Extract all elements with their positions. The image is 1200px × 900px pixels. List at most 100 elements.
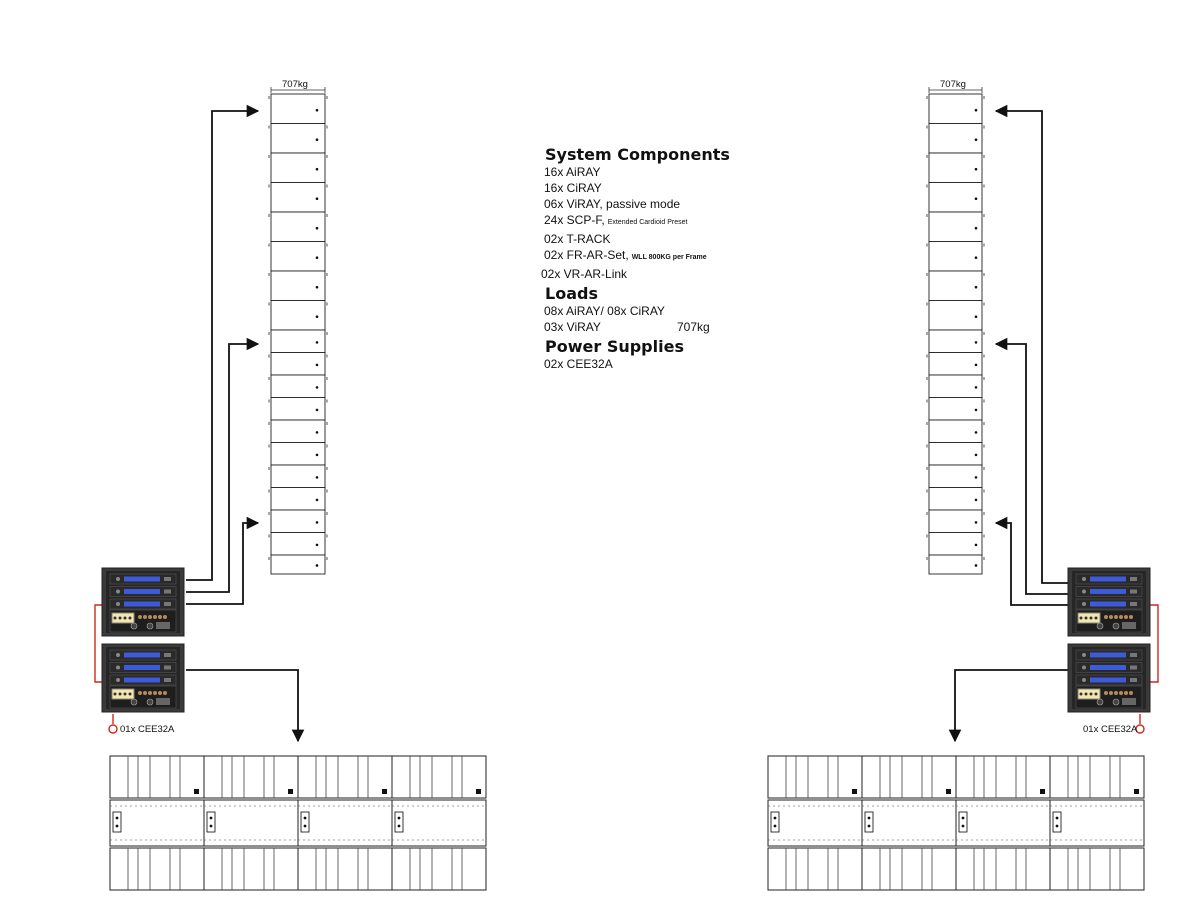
sub-cabinet-top bbox=[767, 755, 863, 799]
cabinet-connector-icon bbox=[315, 386, 319, 389]
right-power-cable bbox=[1150, 604, 1159, 683]
power-knob-icon bbox=[116, 589, 120, 594]
sub-side-plate bbox=[112, 811, 122, 833]
patch-socket-icon bbox=[118, 616, 122, 620]
speakon-connector-icon bbox=[138, 691, 142, 695]
left-sub-array bbox=[109, 755, 487, 891]
cabinet-connector-icon bbox=[974, 167, 978, 171]
left-wire-bottom bbox=[186, 516, 260, 605]
cabinet-connector-icon bbox=[974, 453, 978, 457]
patch-label-plate bbox=[111, 612, 135, 624]
patch-label-plate bbox=[1077, 612, 1101, 624]
sub-connector-icon bbox=[961, 824, 965, 828]
power-knob-icon bbox=[1082, 653, 1086, 657]
speakon-connector-icon bbox=[1104, 691, 1108, 695]
amplifier-display bbox=[124, 601, 160, 607]
amplifier-display bbox=[1090, 589, 1126, 594]
left-wire-subs bbox=[186, 669, 305, 743]
array-cabinet bbox=[928, 352, 983, 376]
speakon-connector-icon bbox=[148, 691, 152, 695]
left-power-cable bbox=[94, 604, 102, 683]
sub-cabinet-top bbox=[861, 755, 957, 799]
power-connector-icon bbox=[1112, 698, 1120, 706]
array-cabinet bbox=[270, 123, 326, 154]
amplifier-handle bbox=[164, 589, 171, 594]
speakon-connector-icon bbox=[158, 691, 162, 695]
load-item: 08x AiRAY/ 08x CiRAY bbox=[544, 304, 665, 318]
right-amp-rack-1 bbox=[1067, 567, 1151, 637]
sub-connector-icon bbox=[209, 824, 213, 828]
power-knob-icon bbox=[116, 678, 120, 682]
array-cabinet bbox=[928, 123, 983, 154]
amplifier-display bbox=[124, 665, 160, 670]
sub-side-plate bbox=[1052, 811, 1062, 833]
speakon-connector-icon bbox=[1104, 615, 1108, 619]
load-weight: 707kg bbox=[677, 320, 710, 334]
sub-cabinet-top bbox=[1049, 755, 1145, 799]
sub-cabinet-middle bbox=[391, 799, 487, 847]
power-heading: Power Supplies bbox=[545, 337, 684, 356]
power-connector-icon bbox=[130, 622, 138, 630]
power-knob-icon bbox=[116, 602, 120, 606]
component-item: 02x VR-AR-Link bbox=[541, 267, 628, 281]
amplifier-display bbox=[1090, 652, 1126, 658]
component-item: 16x CiRAY bbox=[544, 181, 602, 195]
cabinet-connector-icon bbox=[315, 315, 319, 319]
sub-connector-icon bbox=[852, 789, 857, 794]
loads-heading: Loads bbox=[545, 284, 598, 303]
patch-socket-icon bbox=[1084, 692, 1088, 696]
sub-cabinet-bottom bbox=[955, 847, 1051, 891]
array-cabinet bbox=[928, 152, 983, 183]
cabinet-connector-icon bbox=[974, 285, 978, 289]
left-amp-rack-1 bbox=[101, 567, 185, 637]
component-item: 02x T-RACK bbox=[544, 232, 611, 246]
cabinet-connector-icon bbox=[974, 197, 978, 201]
components-list: 16x AiRAY 16x CiRAY 06x ViRAY, passive m… bbox=[541, 164, 784, 282]
sub-connector-icon bbox=[1040, 789, 1045, 794]
sub-cabinet-middle bbox=[203, 799, 299, 847]
amplifier-handle bbox=[164, 665, 171, 670]
amplifier-handle bbox=[1130, 653, 1137, 657]
speakon-connector-icon bbox=[148, 615, 152, 619]
power-knob-icon bbox=[116, 653, 120, 657]
patch-socket-icon bbox=[128, 692, 132, 696]
right-amp-rack-2 bbox=[1067, 643, 1151, 713]
cabinet-connector-icon bbox=[974, 543, 978, 547]
sub-connector-icon bbox=[867, 824, 871, 828]
patch-socket-icon bbox=[128, 616, 132, 620]
left-line-array bbox=[268, 87, 328, 575]
breaker-block bbox=[156, 698, 170, 705]
sub-cabinet-top bbox=[203, 755, 299, 799]
power-knob-icon bbox=[116, 577, 120, 581]
right-line-array bbox=[926, 87, 985, 575]
patch-socket-icon bbox=[1084, 616, 1088, 620]
patch-socket-icon bbox=[113, 692, 117, 696]
array-cabinet bbox=[270, 93, 326, 124]
patch-label-plate bbox=[1077, 688, 1101, 700]
patch-label-plate bbox=[111, 688, 135, 700]
sub-connector-icon bbox=[194, 789, 199, 794]
array-cabinet bbox=[928, 329, 983, 353]
component-note: Extended Cardioid Preset bbox=[607, 219, 688, 226]
patch-socket-icon bbox=[123, 616, 127, 620]
left-wire-top bbox=[186, 104, 260, 581]
array-cabinet bbox=[270, 270, 326, 301]
component-item: 24x SCP-F,Extended Cardioid Preset bbox=[544, 213, 688, 227]
right-wire-mid bbox=[994, 337, 1068, 595]
array-cabinet bbox=[928, 419, 983, 443]
array-cabinet bbox=[928, 487, 983, 511]
patch-socket-icon bbox=[1089, 616, 1093, 620]
array-cabinet bbox=[270, 554, 326, 575]
sub-connector-icon bbox=[476, 789, 481, 794]
sub-cabinet-middle bbox=[109, 799, 205, 847]
cabinet-connector-icon bbox=[315, 108, 319, 112]
amplifier-handle bbox=[1130, 602, 1137, 606]
cabinet-connector-icon bbox=[315, 408, 319, 412]
amplifier-handle bbox=[1130, 589, 1137, 594]
amplifier-display bbox=[124, 652, 160, 658]
sub-side-plate bbox=[394, 811, 404, 833]
array-cabinet bbox=[928, 211, 983, 242]
speakon-connector-icon bbox=[163, 615, 167, 619]
sub-cabinet-bottom bbox=[297, 847, 393, 891]
